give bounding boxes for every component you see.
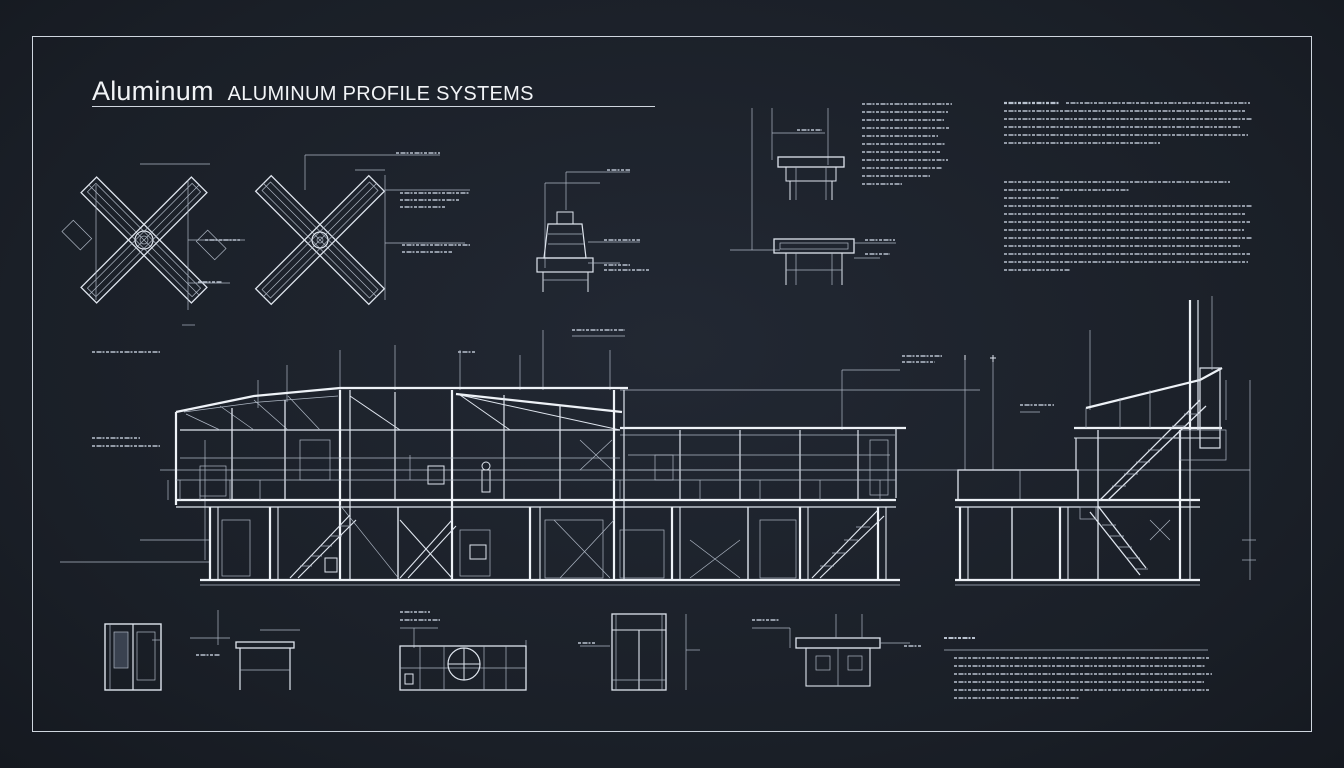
panel-grid-detail [399,611,527,691]
title-main: ALUMINUM PROFILE SYSTEMS [227,83,534,105]
drawing-frame [32,36,1312,732]
general-notes-block [944,637,1212,699]
cabinet-frame-detail [578,613,700,691]
connector-node-detail [536,169,650,292]
cross-bracket-detail-left [61,163,245,326]
cross-bracket-detail-right [254,152,470,306]
spec-notes-block-b [1004,101,1252,144]
workstation-detail [752,614,922,687]
door-panel-detail [104,623,162,691]
sheet-title: Aluminum ALUMINUM PROFILE SYSTEMS [92,76,534,107]
annex-structure-elevation [955,296,1256,586]
frame-section-detail-lower [730,238,896,285]
frame-section-detail-upper [751,108,845,250]
spec-notes-block-a [862,103,952,185]
spec-notes-block-c [1004,181,1252,271]
main-structure-elevation [60,329,1251,586]
title-underline [92,106,655,107]
table-bench-detail [190,610,300,690]
title-brand: Aluminum [92,76,214,106]
